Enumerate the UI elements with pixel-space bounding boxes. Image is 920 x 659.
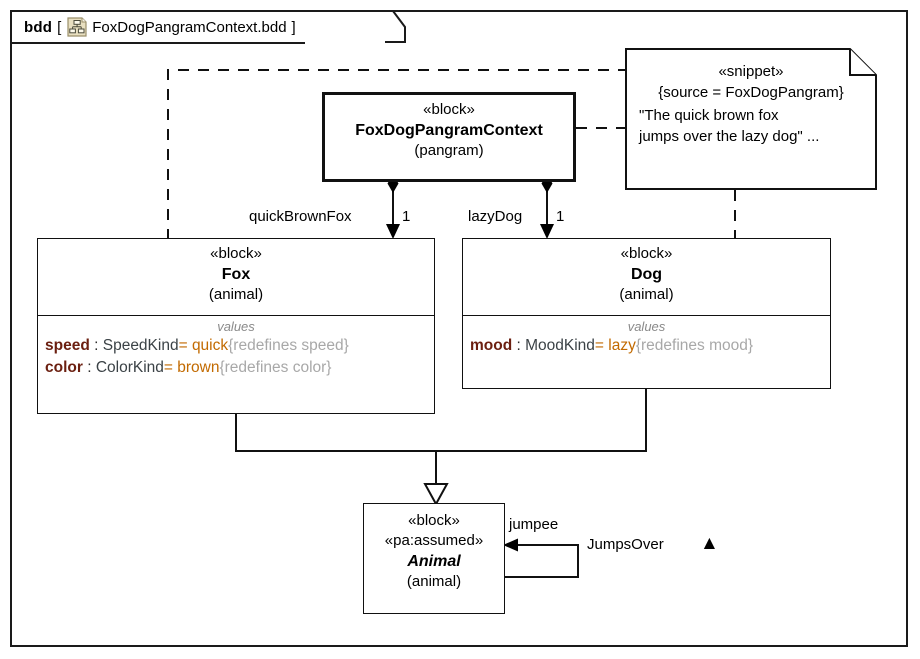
note-source-property: {source = FoxDogPangram} xyxy=(658,83,844,101)
values-compartment-dog: values mood : MoodKind= lazy{redefines m… xyxy=(463,314,830,363)
property-equals: = xyxy=(178,337,192,355)
property-colon: : xyxy=(82,359,96,377)
property-row[interactable]: speed : SpeedKind= quick{redefines speed… xyxy=(42,335,430,357)
bracket-open: [ xyxy=(57,18,62,36)
diagram-name-label: FoxDogPangramContext.bdd xyxy=(92,18,287,36)
property-row[interactable]: mood : MoodKind= lazy{redefines mood} xyxy=(467,335,826,357)
property-type: MoodKind xyxy=(525,337,595,355)
property-redefines: {redefines mood} xyxy=(635,337,754,355)
association-role-label-jumpee: jumpee xyxy=(509,516,559,533)
note-stereotype-label: «snippet» xyxy=(718,63,784,80)
block-name-label: FoxDogPangramContext xyxy=(355,121,543,139)
block-definition-diagram-icon xyxy=(67,17,87,37)
association-role-label-quickbrownfox: quickBrownFox xyxy=(249,208,352,225)
property-value: brown xyxy=(177,359,220,377)
stereotype-label: «block» xyxy=(210,245,262,262)
block-subtitle-label: (pangram) xyxy=(414,141,484,159)
property-redefines: {redefines speed} xyxy=(228,337,349,355)
block-header-animal: «block» «pa:assumed» Animal (animal) xyxy=(364,504,504,598)
association-name-label-jumpsover: JumpsOver xyxy=(587,536,664,553)
block-foxdogpangramcontext[interactable]: «block» FoxDogPangramContext (pangram) xyxy=(322,92,576,182)
property-name: color xyxy=(45,359,83,377)
block-dog[interactable]: «block» Dog (animal) values mood : MoodK… xyxy=(462,238,831,389)
stereotype-label: «block» xyxy=(423,101,475,118)
diagram-frame-header[interactable]: bdd [ FoxDogPangramContext.bdd ] xyxy=(10,10,305,44)
block-fox[interactable]: «block» Fox (animal) values speed : Spee… xyxy=(37,238,435,414)
block-header-fox: «block» Fox (animal) xyxy=(38,239,434,311)
block-name-label: Dog xyxy=(630,265,663,283)
property-name: mood xyxy=(470,337,513,355)
property-equals: = xyxy=(594,337,609,355)
property-row[interactable]: color : ColorKind= brown{redefines color… xyxy=(42,357,430,379)
stereotype-label: «block» xyxy=(408,512,460,529)
note-quote-line-2: jumps over the lazy dog" ... xyxy=(639,128,820,146)
association-direction-triangle-icon: ▲ xyxy=(700,533,719,554)
association-multiplicity-fox: 1 xyxy=(402,208,411,225)
block-header-dog: «block» Dog (animal) xyxy=(463,239,830,311)
note-body: «snippet» {source = FoxDogPangram} "The … xyxy=(625,48,877,190)
block-name-label: Animal xyxy=(407,552,461,570)
block-name-label: Fox xyxy=(221,265,251,283)
property-redefines: {redefines color} xyxy=(219,359,332,377)
property-colon: : xyxy=(89,337,103,355)
frame-tab-corner xyxy=(385,10,407,44)
stereotype-label: «block» xyxy=(620,245,673,262)
block-subtitle-label: (animal) xyxy=(208,285,264,303)
property-equals: = xyxy=(163,359,178,377)
compartment-label: values xyxy=(217,318,255,334)
property-colon: : xyxy=(512,337,526,355)
note-snippet[interactable]: «snippet» {source = FoxDogPangram} "The … xyxy=(625,48,877,190)
property-type: ColorKind xyxy=(95,359,164,377)
diagram-kind-label: bdd xyxy=(24,18,53,36)
block-animal[interactable]: «block» «pa:assumed» Animal (animal) xyxy=(363,503,505,614)
stereotype-assumed-label: «pa:assumed» xyxy=(384,531,484,549)
bracket-close: ] xyxy=(291,18,296,36)
property-value: lazy xyxy=(608,337,636,355)
note-quote-line-1: "The quick brown fox xyxy=(639,107,779,125)
association-role-label-lazydog: lazyDog xyxy=(468,208,523,225)
property-name: speed xyxy=(45,337,90,355)
association-multiplicity-dog: 1 xyxy=(556,208,565,225)
values-compartment-fox: values speed : SpeedKind= quick{redefine… xyxy=(38,314,434,385)
property-type: SpeedKind xyxy=(102,337,179,355)
block-header-context: «block» FoxDogPangramContext (pangram) xyxy=(325,95,573,167)
block-subtitle-label: (animal) xyxy=(406,572,462,590)
property-value: quick xyxy=(191,337,229,355)
block-subtitle-label: (animal) xyxy=(619,285,674,303)
compartment-label: values xyxy=(627,318,666,334)
